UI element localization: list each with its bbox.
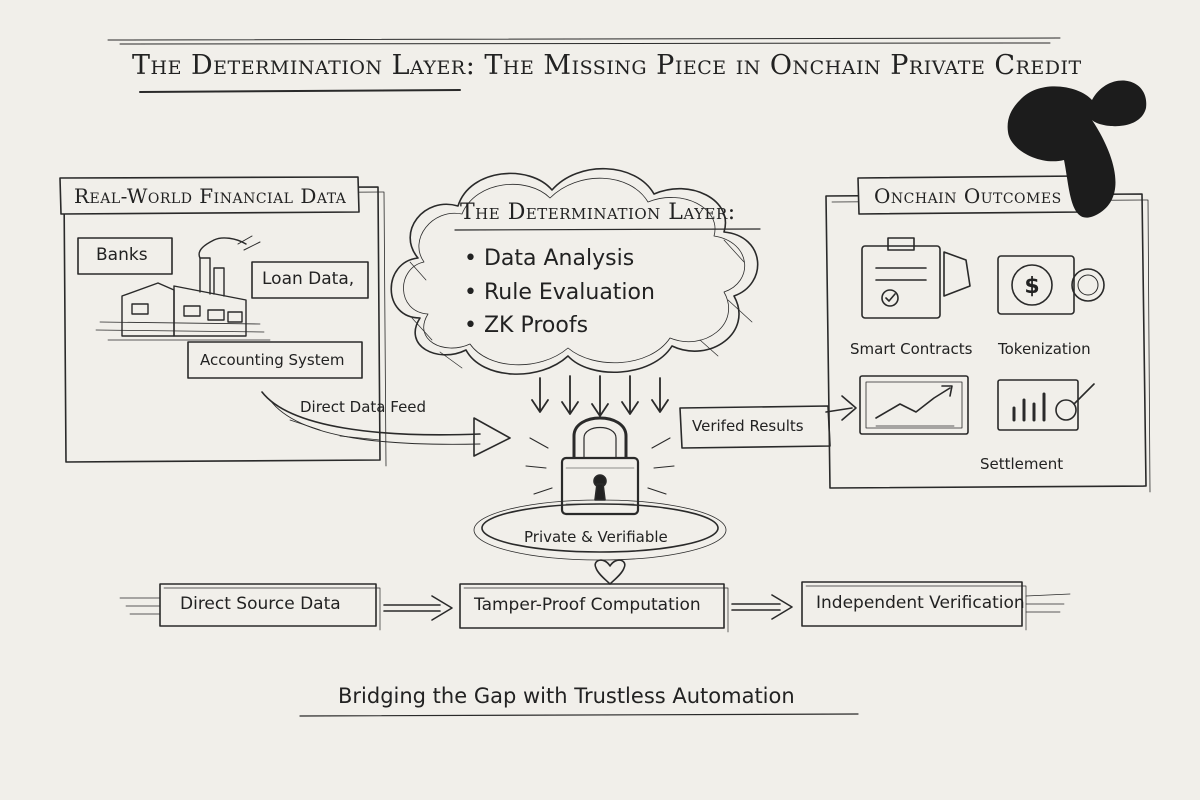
left-panel-frame — [63, 186, 387, 467]
flow-box-3 — [801, 581, 1023, 627]
banks-label: Banks — [96, 245, 148, 265]
heart-icon — [594, 559, 626, 585]
title-top-rule — [107, 37, 1061, 45]
flow-box-1 — [159, 583, 377, 627]
settlement-label: Settlement — [980, 455, 1064, 473]
cloud-item-2-text: Rule Evaluation — [483, 280, 655, 305]
settlement-icon — [997, 379, 1095, 431]
accounting-label: Accounting System — [200, 351, 345, 369]
loan-data-label: Loan Data, — [262, 269, 355, 289]
cloud-item-1-text: Data Analysis — [483, 246, 635, 271]
cloud-header-underline — [454, 228, 761, 231]
smart-contracts-label: Smart Contracts — [850, 340, 973, 358]
verified-label: Verifed Results — [692, 417, 804, 435]
flow-arrow-2 — [731, 594, 793, 620]
cloud-item-3-text: ZK Proofs — [483, 313, 589, 338]
feed-label: Direct Data Feed — [300, 398, 427, 416]
tokenization-icon: $ — [997, 255, 1105, 315]
flow-box-2 — [459, 583, 725, 629]
ink-logo — [1007, 80, 1147, 218]
cloud-item-2: • Rule Evaluation — [464, 280, 655, 305]
flow-lines — [119, 593, 1071, 615]
loan-data-box — [251, 261, 369, 299]
title-underline — [139, 89, 461, 93]
flow-step-3: Independent Verification — [816, 593, 1025, 613]
tokenization-label: Tokenization — [998, 340, 1091, 358]
accounting-box — [187, 341, 363, 379]
banks-box — [77, 237, 173, 275]
smart-contracts-icon — [861, 237, 971, 319]
cloud-item-3: • ZK Proofs — [464, 313, 589, 338]
down-arrows — [531, 375, 669, 417]
growth-chart-icon — [859, 375, 969, 435]
factory-icon — [95, 235, 271, 341]
footer-underline — [299, 713, 859, 717]
page-title: The Determination Layer: The Missing Pie… — [132, 50, 1082, 81]
lock-label: Private & Verifiable — [524, 528, 668, 546]
cloud-header: The Determination Layer: — [460, 200, 736, 225]
verified-arrow — [825, 395, 857, 421]
data-feed-arrow — [261, 391, 511, 457]
svg-text:$: $ — [1024, 274, 1039, 299]
cloud-shape — [390, 167, 759, 375]
footer-caption: Bridging the Gap with Trustless Automati… — [338, 684, 795, 708]
flow-step-2: Tamper-Proof Computation — [474, 595, 701, 615]
flow-arrow-1 — [383, 595, 453, 621]
flow-step-1: Direct Source Data — [180, 594, 341, 614]
left-panel-header: Real-World Financial Data — [74, 184, 347, 208]
right-panel-header: Onchain Outcomes — [874, 184, 1062, 208]
left-header-box — [59, 176, 360, 215]
cloud-item-1: • Data Analysis — [464, 246, 635, 271]
